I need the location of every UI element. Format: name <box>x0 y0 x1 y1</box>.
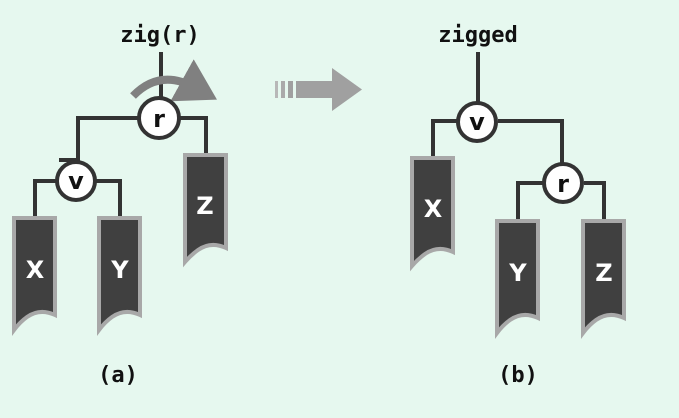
left-top-label: zig(r) <box>120 23 199 48</box>
right-subtree-x-label: X <box>424 195 443 223</box>
left-subtree-y <box>97 216 142 336</box>
left-caption: (a) <box>98 363 138 388</box>
left-edge-r-v <box>59 116 139 162</box>
left-subtree-y-label: Y <box>110 256 129 284</box>
right-tree: zigged X Y Z v r (b) <box>410 23 626 388</box>
right-edge-r-y <box>516 181 544 223</box>
right-edge-r-z <box>584 181 606 223</box>
right-subtree-y-label: Y <box>508 259 527 287</box>
left-node-r <box>137 96 181 140</box>
left-node-v <box>55 160 97 202</box>
right-node-r <box>542 162 584 204</box>
left-node-v-label: v <box>68 167 84 195</box>
right-subtree-x <box>410 156 455 272</box>
left-subtree-z-label: Z <box>196 192 213 220</box>
left-edges <box>33 52 208 220</box>
right-node-v-label: v <box>469 108 485 136</box>
left-edge-r-z <box>179 116 208 157</box>
transform-arrow-icon <box>275 68 362 111</box>
right-caption: (b) <box>498 363 538 388</box>
left-edge-v-x <box>33 179 57 220</box>
rotation-arrow-icon <box>130 59 217 102</box>
left-subtree-x-label: X <box>26 256 45 284</box>
right-top-label: zigged <box>438 23 517 48</box>
left-subtree-x <box>12 216 57 336</box>
right-node-v <box>456 101 498 143</box>
right-edge-v-r <box>498 119 564 165</box>
right-node-r-label: r <box>557 170 569 198</box>
left-edge-v-y <box>95 179 122 220</box>
right-subtree-z <box>581 219 626 339</box>
right-subtree-y <box>495 219 540 339</box>
left-subtree-z <box>183 153 228 268</box>
left-tree: zig(r) X Y Z r v (a) <box>12 23 228 388</box>
right-subtree-z-label: Z <box>595 259 612 287</box>
right-edge-v-x <box>431 119 458 160</box>
right-edges <box>431 52 606 223</box>
left-node-r-label: r <box>153 105 165 133</box>
